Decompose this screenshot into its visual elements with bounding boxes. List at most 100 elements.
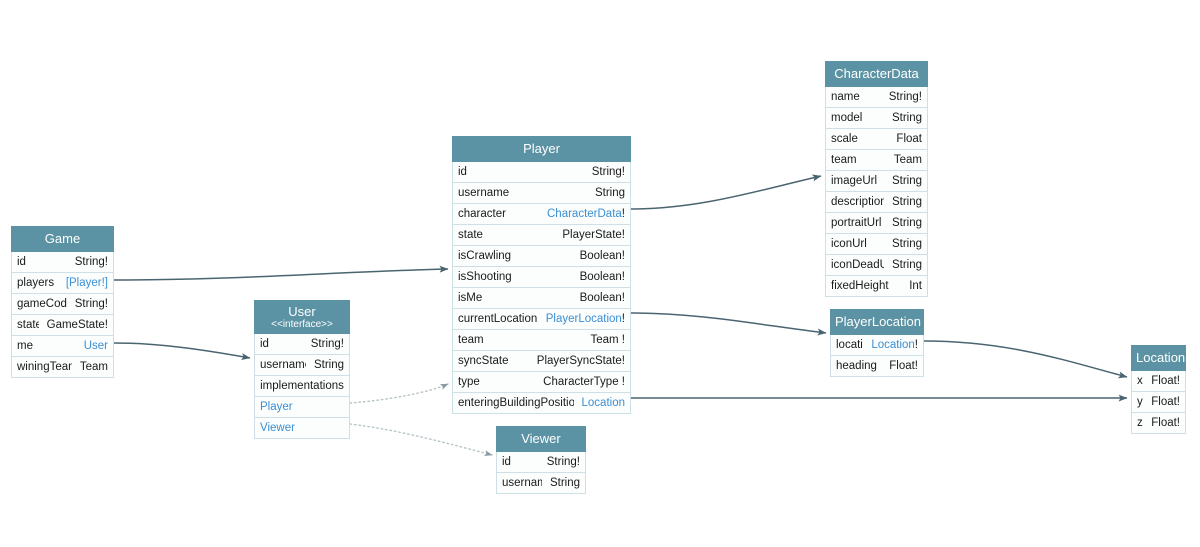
- field-name: gameCode: [17, 297, 67, 310]
- edge-user-implements-player: [349, 383, 449, 404]
- field-type-text: Team: [893, 153, 922, 166]
- field-type-text: GameState!: [46, 318, 108, 331]
- field-name: imageUrl: [831, 174, 878, 187]
- field-name: name: [831, 90, 860, 103]
- field-name: username: [260, 358, 306, 371]
- field-name: team: [458, 333, 484, 346]
- edge-user-implements-viewer: [349, 423, 493, 457]
- field-type[interactable]: User: [84, 337, 108, 356]
- field-type: Boolean!: [580, 268, 625, 287]
- field-type: PlayerSyncState!: [537, 352, 625, 371]
- field-name: x: [1137, 374, 1143, 387]
- field-type: String: [892, 256, 922, 275]
- entity-name: Viewer: [521, 431, 561, 446]
- field-name: isShooting: [458, 270, 512, 283]
- field-row: imageUrl String: [825, 171, 928, 192]
- field-type-text: Team: [79, 360, 108, 373]
- field-type: String: [892, 193, 922, 212]
- field-row: isShooting Boolean!: [452, 267, 631, 288]
- field-row: gameCodeString!: [11, 294, 114, 315]
- field-name: enteringBuildingPosition: [458, 396, 574, 409]
- entity-game[interactable]: GameidString!players[Player!]gameCodeStr…: [11, 226, 114, 378]
- field-name: Viewer: [260, 421, 295, 434]
- field-name: y: [1137, 395, 1143, 408]
- field-name: character: [458, 207, 506, 220]
- entity-user[interactable]: User<<interface>>idString!usernameString…: [254, 300, 350, 439]
- field-type-text: CharacterData: [547, 207, 622, 220]
- field-name: username: [458, 186, 510, 199]
- field-name: state: [458, 228, 483, 241]
- entity-playerlocation[interactable]: PlayerLocationlocationLocation!headingFl…: [830, 309, 924, 377]
- field-row: id String!: [254, 334, 350, 355]
- field-row: x Float!: [1131, 371, 1186, 392]
- field-row[interactable]: character CharacterData!: [452, 204, 631, 225]
- field-type-text: Float!: [1151, 374, 1180, 387]
- field-type[interactable]: [Player!]: [66, 274, 108, 293]
- field-row[interactable]: enteringBuildingPosition Location: [452, 393, 631, 414]
- field-type[interactable]: Location: [582, 394, 625, 413]
- entity-title-location: Location: [1131, 345, 1186, 371]
- field-row[interactable]: Viewer: [254, 418, 350, 439]
- field-row[interactable]: players [Player!]: [11, 273, 114, 294]
- field-name: state: [17, 318, 39, 331]
- field-row: iconDeadUrl String: [825, 255, 928, 276]
- field-type: Int: [909, 277, 922, 296]
- field-type-text: String!: [310, 337, 344, 350]
- field-name: isMe: [458, 291, 483, 304]
- field-type-nonnull: !: [621, 207, 625, 220]
- field-type-text: Boolean!: [579, 249, 625, 262]
- field-type-text: Float: [896, 132, 922, 145]
- field-name: isCrawling: [458, 249, 512, 262]
- field-name: implementations: [260, 379, 344, 392]
- field-type[interactable]: PlayerLocation!: [546, 310, 625, 329]
- field-type: Float!: [889, 357, 918, 376]
- field-name: players: [17, 276, 55, 289]
- field-type-text: CharacterType !: [543, 375, 625, 388]
- field-type: String: [892, 172, 922, 191]
- field-type-text: PlayerSyncState!: [536, 354, 625, 367]
- field-name: team: [831, 153, 857, 166]
- field-name: id: [260, 337, 269, 350]
- field-row: type CharacterType !: [452, 372, 631, 393]
- field-row: state GameState!: [11, 315, 114, 336]
- field-row: team Team: [825, 150, 928, 171]
- field-type-text: Location: [871, 338, 915, 351]
- field-name: scale: [831, 132, 858, 145]
- field-type-text: Float!: [1151, 395, 1180, 408]
- field-row[interactable]: Player: [254, 397, 350, 418]
- field-type: Boolean!: [580, 289, 625, 308]
- field-name: id: [17, 255, 26, 268]
- field-row[interactable]: locationLocation!: [830, 335, 924, 356]
- field-type-text: String!: [591, 165, 625, 178]
- field-name: iconDeadUrl: [831, 258, 884, 271]
- field-type-text: [Player!]: [65, 276, 108, 289]
- field-type[interactable]: Location!: [871, 336, 918, 355]
- field-type: Team: [894, 151, 922, 170]
- field-row: isCrawling Boolean!: [452, 246, 631, 267]
- field-type-text: String: [594, 186, 625, 199]
- field-row: implementations: [254, 376, 350, 397]
- field-type-text: Float!: [1151, 416, 1180, 429]
- field-type-text: Boolean!: [579, 291, 625, 304]
- field-name: type: [458, 375, 480, 388]
- field-type[interactable]: CharacterData!: [547, 205, 625, 224]
- edge-game-players-to-player: [113, 265, 449, 281]
